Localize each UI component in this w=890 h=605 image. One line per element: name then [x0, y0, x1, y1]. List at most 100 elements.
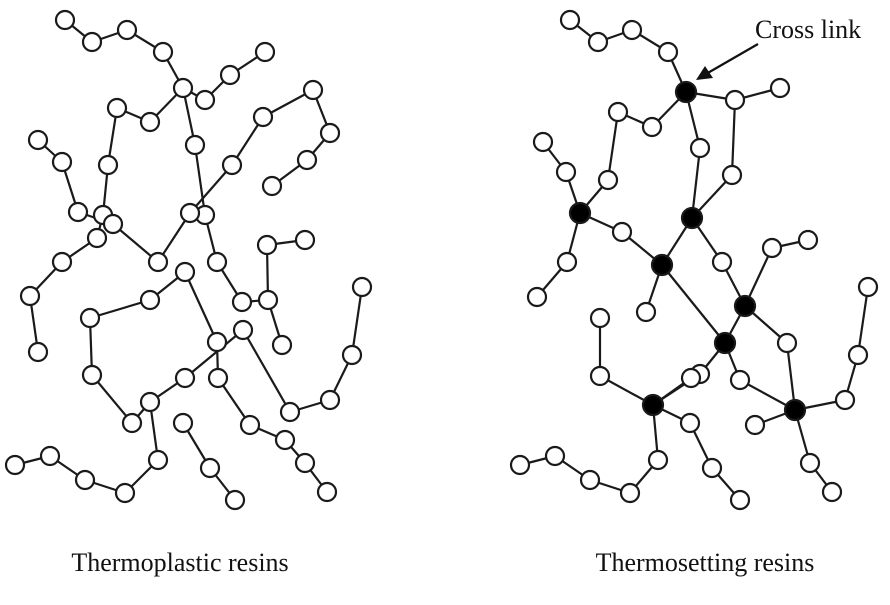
monomer-node: [114, 482, 136, 504]
chain-bond: [242, 329, 291, 413]
monomer-node: [821, 481, 843, 503]
monomer-node: [857, 276, 879, 298]
monomer-node: [607, 101, 629, 123]
monomer-node: [294, 452, 316, 474]
monomer-node: [556, 251, 578, 273]
monomer-node: [834, 389, 856, 411]
monomer-node: [27, 341, 49, 363]
monomer-node: [724, 89, 746, 111]
monomer-node: [271, 334, 293, 356]
monomer-node: [81, 364, 103, 386]
monomer-node: [172, 77, 194, 99]
chain-bond: [350, 286, 364, 356]
monomer-node: [179, 202, 201, 224]
cross-link-node: [680, 206, 704, 230]
monomer-node: [279, 401, 301, 423]
monomer-node: [121, 412, 143, 434]
monomer-node: [116, 19, 138, 41]
network-bond: [606, 111, 620, 181]
monomer-node: [679, 412, 701, 434]
monomer-node: [254, 41, 276, 63]
monomer-node: [589, 307, 611, 329]
monomer-node: [641, 116, 663, 138]
monomer-node: [219, 64, 241, 86]
monomer-node: [199, 457, 221, 479]
monomer-node: [261, 175, 283, 197]
monomer-node: [147, 251, 169, 273]
monomer-node: [232, 319, 254, 341]
monomer-node: [744, 414, 766, 436]
monomer-node: [174, 261, 196, 283]
monomer-node: [319, 122, 341, 144]
monomer-node: [351, 276, 373, 298]
monomer-node: [39, 445, 61, 467]
network-bond: [661, 264, 726, 344]
monomer-node: [621, 19, 643, 41]
cross-link-node: [733, 294, 757, 318]
monomer-node: [4, 454, 26, 476]
monomer-node: [97, 154, 119, 176]
monomer-node: [239, 414, 261, 436]
monomer-node: [27, 129, 49, 151]
cross-link-label: Cross link: [755, 15, 862, 44]
monomer-node: [587, 31, 609, 53]
chain-bond: [193, 144, 207, 216]
network-bond: [690, 147, 702, 219]
monomer-node: [19, 285, 41, 307]
monomer-node: [769, 77, 791, 99]
cross-link-node: [674, 80, 698, 104]
monomer-node: [51, 251, 73, 273]
monomer-node: [206, 331, 228, 353]
monomer-node: [597, 169, 619, 191]
monomer-node: [647, 449, 669, 471]
cross-link-node: [650, 253, 674, 277]
monomer-node: [729, 489, 751, 511]
monomer-node: [296, 149, 318, 171]
chain-bond: [89, 298, 151, 320]
monomer-node: [680, 367, 702, 389]
monomer-node: [257, 289, 279, 311]
cross-link-arrow: [696, 43, 759, 80]
chain-bond: [183, 271, 219, 343]
monomer-node: [302, 79, 324, 101]
monomer-node: [555, 161, 577, 183]
monomer-node: [294, 229, 316, 251]
monomer-node: [81, 31, 103, 53]
monomer-node: [224, 489, 246, 511]
monomer-node: [611, 221, 633, 243]
cross-link-node: [641, 393, 665, 417]
monomer-node: [206, 251, 228, 273]
monomer-node: [139, 289, 161, 311]
monomer-node: [86, 227, 108, 249]
cross-link-arrow-head: [696, 66, 713, 80]
monomer-node: [559, 9, 581, 31]
monomer-node: [184, 134, 206, 156]
monomer-node: [74, 469, 96, 491]
monomer-node: [776, 332, 798, 354]
monomer-node: [51, 151, 73, 173]
chain-bond: [189, 164, 233, 214]
thermosetting-caption: Thermosetting resins: [595, 548, 815, 577]
monomer-node: [252, 106, 274, 128]
chain-bond: [184, 329, 244, 379]
cross-link-node: [783, 398, 807, 422]
monomer-node: [847, 344, 869, 366]
cross-link-node: [713, 331, 737, 355]
monomer-node: [761, 237, 783, 259]
monomer-node: [79, 307, 101, 329]
monomer-node: [729, 369, 751, 391]
monomer-node: [231, 291, 253, 313]
monomer-node: [721, 164, 743, 186]
monomer-node: [589, 365, 611, 387]
monomer-node: [194, 89, 216, 111]
cross-link-arrow-line: [705, 43, 759, 75]
monomer-node: [701, 457, 723, 479]
monomer-node: [799, 452, 821, 474]
monomer-node: [207, 367, 229, 389]
monomer-node: [139, 391, 161, 413]
monomer-node: [544, 445, 566, 467]
monomer-node: [256, 234, 278, 256]
chain-atoms: [4, 9, 373, 511]
